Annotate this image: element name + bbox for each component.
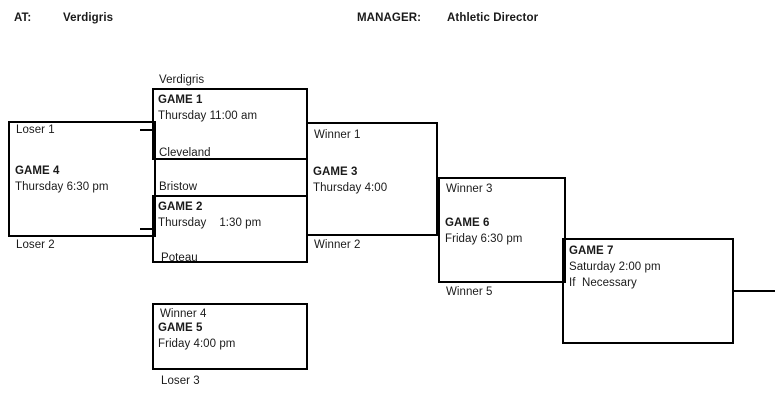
game2-top-slot: Bristow <box>159 181 198 193</box>
game1-time: Thursday 11:00 am <box>158 110 258 122</box>
game5-name: GAME 5 <box>158 322 203 334</box>
game6-time: Friday 6:30 pm <box>445 233 523 245</box>
game3-bottom-slot: Winner 2 <box>314 239 361 251</box>
game4-bottom-slot: Loser 2 <box>16 239 55 251</box>
game7-name: GAME 7 <box>569 245 614 257</box>
manager-value: Athletic Director <box>447 12 539 24</box>
game6-bottom-slot: Winner 5 <box>446 286 493 298</box>
game1-name: GAME 1 <box>158 94 203 106</box>
game3-box <box>306 122 438 236</box>
game5-bottom-slot: Loser 3 <box>161 375 200 387</box>
game5-time: Friday 4:00 pm <box>158 338 236 350</box>
game3-top-slot: Winner 1 <box>314 129 361 141</box>
game3-time: Thursday 4:00 <box>313 182 388 194</box>
game6-top-slot: Winner 3 <box>446 183 493 195</box>
game5-top-slot: Winner 4 <box>160 308 207 320</box>
game4-box <box>8 121 156 237</box>
game7-note: If Necessary <box>569 277 637 289</box>
game2-name: GAME 2 <box>158 201 203 213</box>
game6-box <box>438 177 566 283</box>
at-value: Verdigris <box>63 12 114 24</box>
game4-top-slot: Loser 1 <box>16 124 55 136</box>
connector-game4-to-game2 <box>140 228 154 230</box>
game1-bottom-slot: Cleveland <box>159 147 211 159</box>
manager-label: MANAGER: <box>357 12 422 24</box>
game2-time: Thursday 1:30 pm <box>158 217 262 229</box>
champion-output-line <box>732 290 775 292</box>
game6-name: GAME 6 <box>445 217 490 229</box>
connector-game4-to-game1 <box>140 129 154 131</box>
at-label: AT: <box>14 12 32 24</box>
game2-bottom-slot: Poteau <box>161 252 198 264</box>
game5-box <box>152 303 308 370</box>
game7-time: Saturday 2:00 pm <box>569 261 661 273</box>
game4-name: GAME 4 <box>15 165 60 177</box>
game1-top-slot: Verdigris <box>159 74 205 86</box>
game3-name: GAME 3 <box>313 166 358 178</box>
game4-time: Thursday 6:30 pm <box>15 181 109 193</box>
